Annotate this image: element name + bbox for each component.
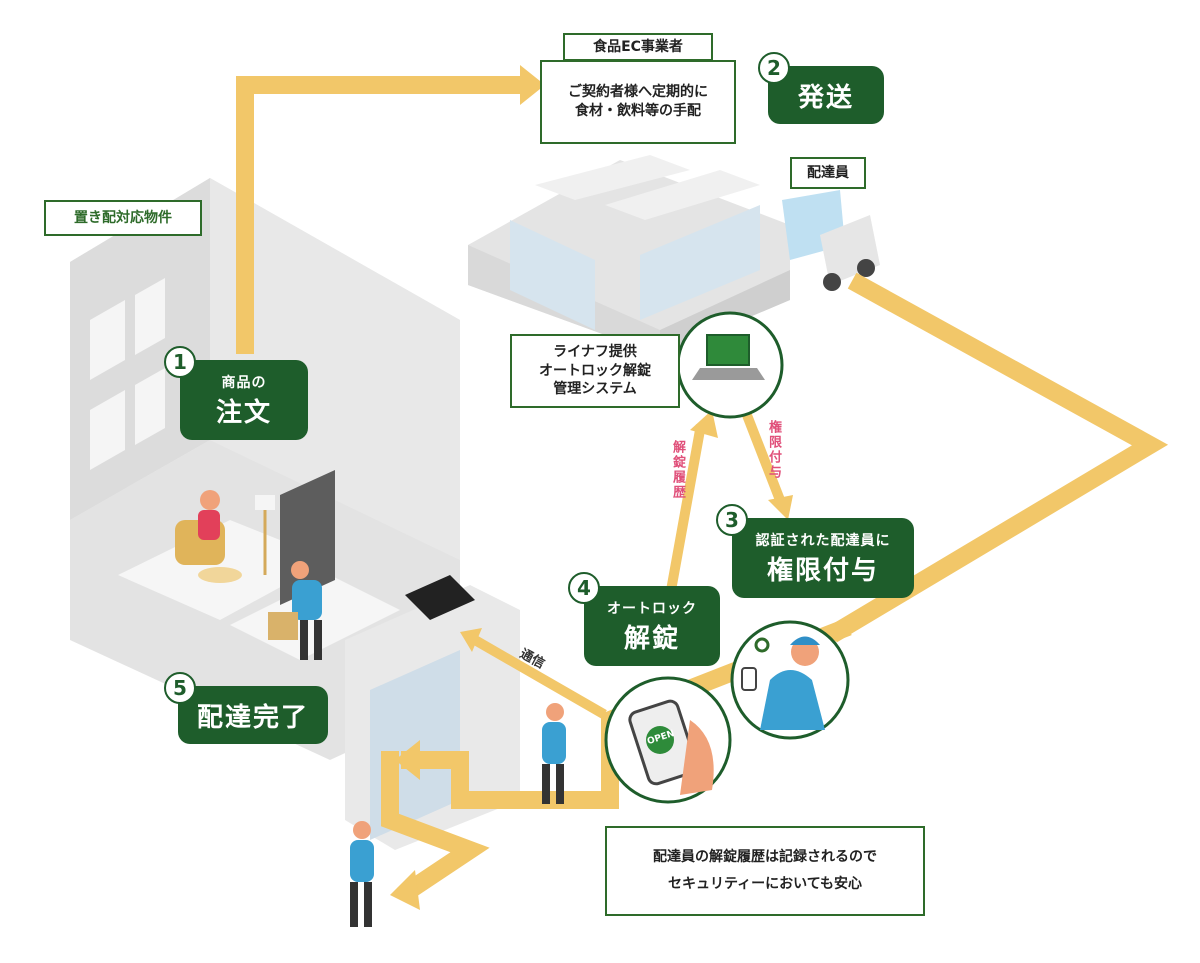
- food-ec-business-label: 食品EC事業者: [563, 33, 713, 61]
- step-5-delivered-callout: 配達完了: [178, 686, 328, 744]
- step-3-badge: 3: [716, 504, 748, 536]
- step-5-large: 配達完了: [196, 702, 309, 733]
- delivery-staff-label: 配達員: [790, 157, 866, 189]
- grant-permission-label: 権限付与: [766, 420, 781, 480]
- supply-line-1: ご契約者様へ定期的に: [568, 84, 708, 101]
- step-4-unlock-callout: オートロック 解錠: [584, 586, 720, 666]
- step-4-small: オートロック: [607, 600, 697, 617]
- step-4-badge: 4: [568, 572, 600, 604]
- okihai-property-label: 置き配対応物件: [44, 200, 202, 236]
- system-line-2: オートロック解錠: [539, 362, 651, 379]
- autolock-system-box: ライナフ提供 オートロック解錠 管理システム: [510, 334, 680, 408]
- step-3-number: 3: [725, 508, 739, 532]
- supply-line-2: 食材・飲料等の手配: [575, 103, 701, 119]
- delivery-person-walking: [542, 703, 566, 804]
- supply-description-box: ご契約者様へ定期的に 食材・飲料等の手配: [540, 60, 736, 144]
- step-1-badge: 1: [164, 346, 196, 378]
- delivery-staff-text: 配達員: [807, 164, 849, 181]
- okihai-property-text: 置き配対応物件: [74, 209, 172, 226]
- step-5-badge: 5: [164, 672, 196, 704]
- phone-circle: [604, 676, 732, 804]
- apartment-building: [70, 178, 520, 850]
- security-line-1: 配達員の解錠履歴は記録されるので: [653, 849, 877, 866]
- communication-device: [405, 575, 475, 620]
- delivery-route: [236, 65, 1169, 910]
- step-4-large: 解錠: [623, 623, 680, 654]
- step-1-number: 1: [173, 350, 187, 374]
- step-3-small: 認証された配達員に: [755, 532, 891, 549]
- step-3-grant-callout: 認証された配達員に 権限付与: [732, 518, 914, 598]
- step-2-number: 2: [767, 56, 781, 80]
- delivery-person-leaving: [350, 821, 374, 927]
- laptop-circle: [676, 311, 784, 419]
- security-note-box: 配達員の解錠履歴は記録されるので セキュリティーにおいても安心: [605, 826, 925, 916]
- step-1-large: 注文: [215, 397, 272, 428]
- deliveryman-circle: [730, 620, 850, 740]
- system-line-1: ライナフ提供: [553, 343, 637, 360]
- step-3-large: 権限付与: [766, 555, 879, 586]
- step-2-badge: 2: [758, 52, 790, 84]
- security-line-2: セキュリティーにおいても安心: [667, 876, 863, 892]
- step-4-number: 4: [577, 576, 591, 600]
- delivery-person-balcony: [268, 561, 322, 660]
- food-ec-business-text: 食品EC事業者: [593, 38, 683, 55]
- system-line-3: 管理システム: [553, 381, 637, 398]
- unlock-history-label: 解錠履歴: [670, 440, 685, 500]
- step-5-number: 5: [173, 676, 187, 700]
- step-1-small: 商品の: [221, 374, 267, 391]
- delivery-truck: [782, 190, 880, 291]
- resident-woman: [175, 490, 275, 583]
- step-1-order-callout: 商品の 注文: [180, 360, 308, 440]
- step-2-large: 発送: [797, 82, 854, 113]
